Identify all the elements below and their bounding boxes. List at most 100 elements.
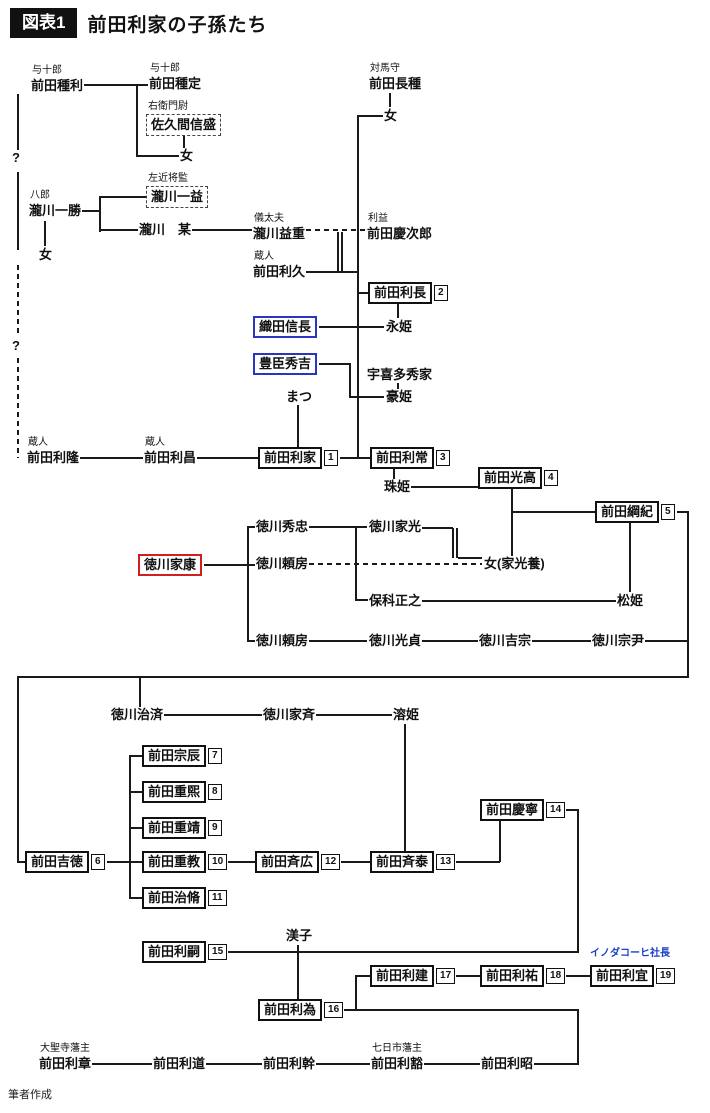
connector-line	[397, 304, 399, 318]
connector-line	[17, 94, 19, 152]
connector-line	[228, 861, 255, 863]
connector-line	[411, 486, 478, 488]
connector-line	[297, 405, 299, 448]
eihime: 永姫	[385, 319, 414, 335]
maeda-tanesada: 与十郎前田種定	[148, 63, 203, 92]
maeda-toshihiro: 七日市藩主前田利豁	[370, 1043, 425, 1072]
connector-line	[309, 526, 367, 528]
maeda-tanetoshi-label: 前田種利	[30, 78, 85, 94]
connector-line	[456, 975, 480, 977]
connector-line	[306, 271, 358, 273]
connector-line	[645, 640, 689, 642]
maeda-toshiyasu-label: 前田利祐	[480, 965, 545, 987]
connector-line	[80, 457, 143, 459]
connector-line	[677, 511, 689, 513]
daughter-iemitsu-adopted: 女(家光養)	[483, 556, 546, 572]
maeda-shigenobu-generation-number: 9	[208, 820, 222, 836]
maeda-toshitsune-generation-number: 3	[436, 450, 450, 466]
maeda-tsunanori-label: 前田綱紀	[595, 501, 660, 523]
tokugawa-harusada-label: 徳川治済	[110, 707, 165, 723]
connector-line	[422, 640, 478, 642]
connector-line	[687, 511, 689, 678]
maeda-nariyasu-generation-number: 13	[436, 854, 456, 870]
connector-line	[99, 196, 147, 198]
uncertain-mark-2-label: ?	[11, 338, 21, 354]
connector-line	[247, 640, 256, 642]
connector-line	[82, 84, 148, 86]
biko: 渼子	[285, 928, 314, 944]
connector-line	[397, 383, 399, 390]
connector-line	[355, 975, 357, 1011]
maeda-tanesada-court-title: 与十郎	[150, 63, 180, 75]
tokugawa-mitsusada-label: 徳川光貞	[368, 633, 423, 649]
uncertain-mark-2: ?	[11, 338, 21, 354]
figure-badge: 図表1	[10, 8, 78, 38]
maeda-yoshiyasu-generation-number: 14	[546, 802, 566, 818]
takigawa-bou-label: 瀧川 某	[138, 222, 193, 238]
connector-line	[17, 172, 19, 250]
yohime-label: 溶姫	[392, 707, 421, 723]
connector-line	[404, 724, 406, 851]
daughter-kazukatsu-wife: 女	[38, 247, 54, 263]
maeda-toshiakira-court-title: 大聖寺藩主	[40, 1043, 90, 1055]
tokugawa-mitsusada: 徳川光貞	[368, 633, 423, 649]
biko-label: 渼子	[285, 928, 314, 944]
maeda-nariyasu-label: 前田斉泰	[370, 851, 435, 873]
connector-line	[107, 861, 142, 863]
maeda-tanetoshi-court-title: 与十郎	[32, 65, 62, 77]
connector-line	[247, 564, 256, 566]
maeda-toshinori-label: 前田利宜	[590, 965, 655, 987]
connector-line	[355, 975, 371, 977]
connector-line	[357, 115, 383, 117]
connector-line	[316, 714, 392, 716]
takigawa-masushige-label: 瀧川益重	[252, 226, 307, 242]
connector-line	[355, 599, 369, 601]
adoption-link	[452, 528, 458, 558]
uncertain-mark-1: ?	[11, 150, 21, 166]
matsu: まつ	[285, 389, 314, 405]
takigawa-masushige-court-title: 儀太夫	[254, 213, 284, 225]
tokugawa-yorifusa-2: 徳川頼房	[255, 633, 310, 649]
connector-line	[99, 229, 139, 231]
maeda-toshimichi: 前田利道	[152, 1056, 207, 1072]
tokugawa-yoshimune: 徳川吉宗	[478, 633, 533, 649]
connector-line	[136, 84, 138, 157]
connector-line	[389, 93, 391, 107]
connector-line	[17, 861, 26, 863]
maeda-tanesada-label: 前田種定	[148, 76, 203, 92]
maeda-shigenobu-label: 前田重靖	[142, 817, 207, 839]
maeda-toshitaka-court-title: 蔵人	[28, 437, 48, 449]
connector-line	[511, 511, 596, 513]
connector-line	[17, 676, 689, 678]
daughter-kazukatsu-wife-label: 女	[38, 247, 54, 263]
maeda-toshiaki: 前田利昭	[480, 1056, 535, 1072]
daughter-of-nagatane-label: 女	[383, 108, 399, 124]
connector-line	[206, 1063, 262, 1065]
connector-line	[192, 229, 252, 231]
ukita-hideie: 宇喜多秀家	[366, 367, 434, 383]
maeda-narinaga-label: 前田斉広	[255, 851, 320, 873]
takigawa-masushige: 儀太夫瀧川益重	[252, 213, 307, 242]
connector-line	[183, 136, 185, 149]
connector-line	[340, 457, 371, 459]
maeda-toshihisa: 蔵人前田利久	[252, 251, 307, 280]
gohime: 豪姫	[385, 389, 414, 405]
takigawa-kazukatsu-label: 瀧川一勝	[28, 203, 83, 219]
maeda-tanetoshi: 与十郎前田種利	[30, 65, 85, 94]
toyotomi-hideyoshi-label: 豊臣秀吉	[253, 353, 318, 375]
maeda-keijiro-label: 前田慶次郎	[366, 226, 434, 242]
maeda-toshitsune-label: 前田利常	[370, 447, 435, 469]
connector-line	[136, 155, 179, 157]
maeda-tsunanori-generation-number: 5	[661, 504, 675, 520]
maeda-toshitame-generation-number: 16	[324, 1002, 344, 1018]
tokugawa-munetada-label: 徳川宗尹	[591, 633, 646, 649]
daughter-nobumori-wife: 女	[179, 148, 195, 164]
maeda-yoshinori-label: 前田吉徳	[25, 851, 90, 873]
